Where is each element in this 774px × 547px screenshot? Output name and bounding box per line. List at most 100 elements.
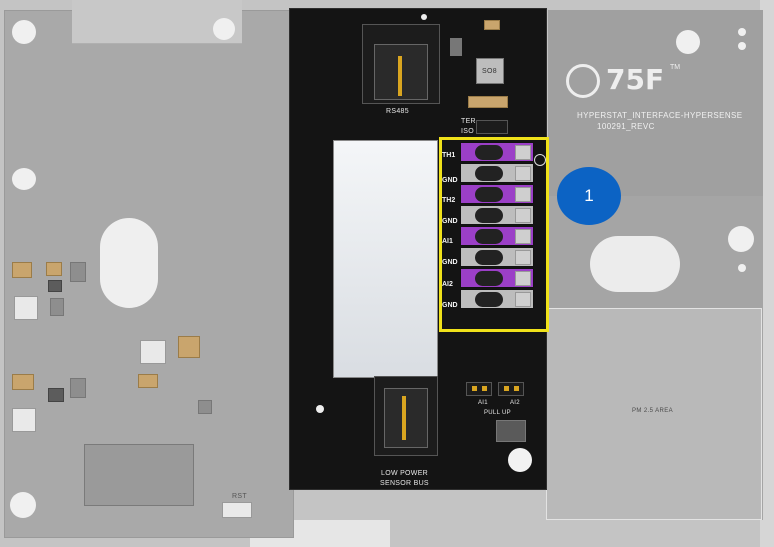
pm-area-label: PM 2.5 AREA: [632, 408, 674, 414]
iso-label: ISO: [461, 128, 474, 135]
terminal-hole: [475, 145, 503, 160]
terminal-gnd[interactable]: [460, 289, 534, 309]
terminal-hole: [475, 187, 503, 202]
ter-iso-jumper: [476, 120, 508, 134]
component: [198, 400, 212, 414]
terminal-label-gnd: GND: [442, 218, 458, 225]
logo-text: 75F: [606, 63, 665, 96]
left-top-notch: [72, 0, 242, 44]
reset-button: [222, 502, 252, 518]
mounting-hole: [508, 448, 532, 472]
pin-header: [84, 444, 194, 506]
left-slot: [100, 218, 158, 308]
terminal-label-ai2: AI2: [442, 281, 453, 288]
logo-mark-icon: [566, 64, 600, 98]
terminal-th2[interactable]: [460, 184, 534, 204]
component: [178, 336, 200, 358]
via: [738, 264, 746, 272]
board-name: HYPERSTAT_INTERFACE-HYPERSENSE: [577, 111, 743, 120]
terminal-lever[interactable]: [515, 145, 531, 160]
dip-switch[interactable]: [496, 420, 526, 442]
terminal-lever[interactable]: [515, 208, 531, 223]
board-revision: 100291_REVC: [597, 122, 655, 131]
component: [12, 408, 36, 432]
terminal-gnd[interactable]: [460, 247, 534, 267]
mounting-hole: [728, 226, 754, 252]
terminal-hole: [475, 250, 503, 265]
callout-badge: 1: [557, 167, 621, 225]
terminal-lever[interactable]: [515, 292, 531, 307]
mounting-hole: [12, 168, 36, 190]
component: [12, 262, 32, 278]
terminal-th1[interactable]: [460, 142, 534, 162]
terminal-label-gnd: GND: [442, 259, 458, 266]
ter-label: TER: [461, 118, 476, 125]
terminal-lever[interactable]: [515, 250, 531, 265]
enclosure-right-lip: [760, 0, 774, 547]
right-slot: [590, 236, 680, 292]
resistor-array: [468, 96, 508, 108]
via: [421, 14, 427, 20]
pm-area: [546, 308, 762, 520]
jumper-pin: [504, 386, 509, 391]
mounting-hole: [10, 492, 36, 518]
component: [138, 374, 158, 388]
via: [316, 405, 324, 413]
terminal-hole: [475, 271, 503, 286]
component: [46, 262, 62, 276]
jumper-pin: [514, 386, 519, 391]
sensor-window: [333, 140, 438, 378]
mounting-hole: [676, 30, 700, 54]
ai2-jumper: [498, 382, 524, 396]
terminal-label-th1: TH1: [442, 152, 456, 159]
terminal-ai2[interactable]: [460, 268, 534, 288]
component: [484, 20, 500, 30]
terminal-ai1[interactable]: [460, 226, 534, 246]
terminal-label-gnd: GND: [442, 302, 458, 309]
component: [70, 262, 86, 282]
terminal-lever[interactable]: [515, 229, 531, 244]
rst-label: RST: [232, 493, 247, 500]
terminal-highlight-box: [439, 137, 549, 332]
sensor-bus-pin: [402, 396, 406, 440]
component: [12, 374, 34, 390]
mounting-hole: [12, 20, 36, 44]
terminal-hole: [475, 166, 503, 181]
pull-up-label: PULL UP: [484, 410, 511, 416]
ai1-jumper-label: AI1: [478, 400, 488, 406]
so8-chip: [476, 58, 504, 84]
component: [450, 38, 462, 56]
terminal-block: [460, 142, 544, 320]
component: [48, 388, 64, 402]
terminal-hole: [475, 292, 503, 307]
via-ring: [534, 154, 546, 166]
rs485-label: RS485: [386, 108, 409, 115]
terminal-gnd[interactable]: [460, 163, 534, 183]
sensor-bus-label: SENSOR BUS: [380, 480, 429, 487]
terminal-lever[interactable]: [515, 166, 531, 181]
jumper-pin: [482, 386, 487, 391]
ai1-jumper: [466, 382, 492, 396]
terminal-lever[interactable]: [515, 187, 531, 202]
component: [140, 340, 166, 364]
terminal-label-ai1: AI1: [442, 238, 453, 245]
sensor-bus-socket: [384, 388, 428, 448]
via: [738, 42, 746, 50]
via: [738, 28, 746, 36]
terminal-label-th2: TH2: [442, 197, 456, 204]
terminal-hole: [475, 229, 503, 244]
low-power-label: LOW POWER: [381, 470, 429, 477]
terminal-gnd[interactable]: [460, 205, 534, 225]
jumper-pin: [472, 386, 477, 391]
terminal-lever[interactable]: [515, 271, 531, 286]
component: [70, 378, 86, 398]
right-top-section: [548, 10, 763, 196]
component: [50, 298, 64, 316]
logo-trademark: TM: [670, 64, 681, 71]
ai2-jumper-label: AI2: [510, 400, 520, 406]
so8-label: SO8: [482, 68, 497, 75]
component: [48, 280, 62, 292]
terminal-label-gnd: GND: [442, 177, 458, 184]
terminal-hole: [475, 208, 503, 223]
